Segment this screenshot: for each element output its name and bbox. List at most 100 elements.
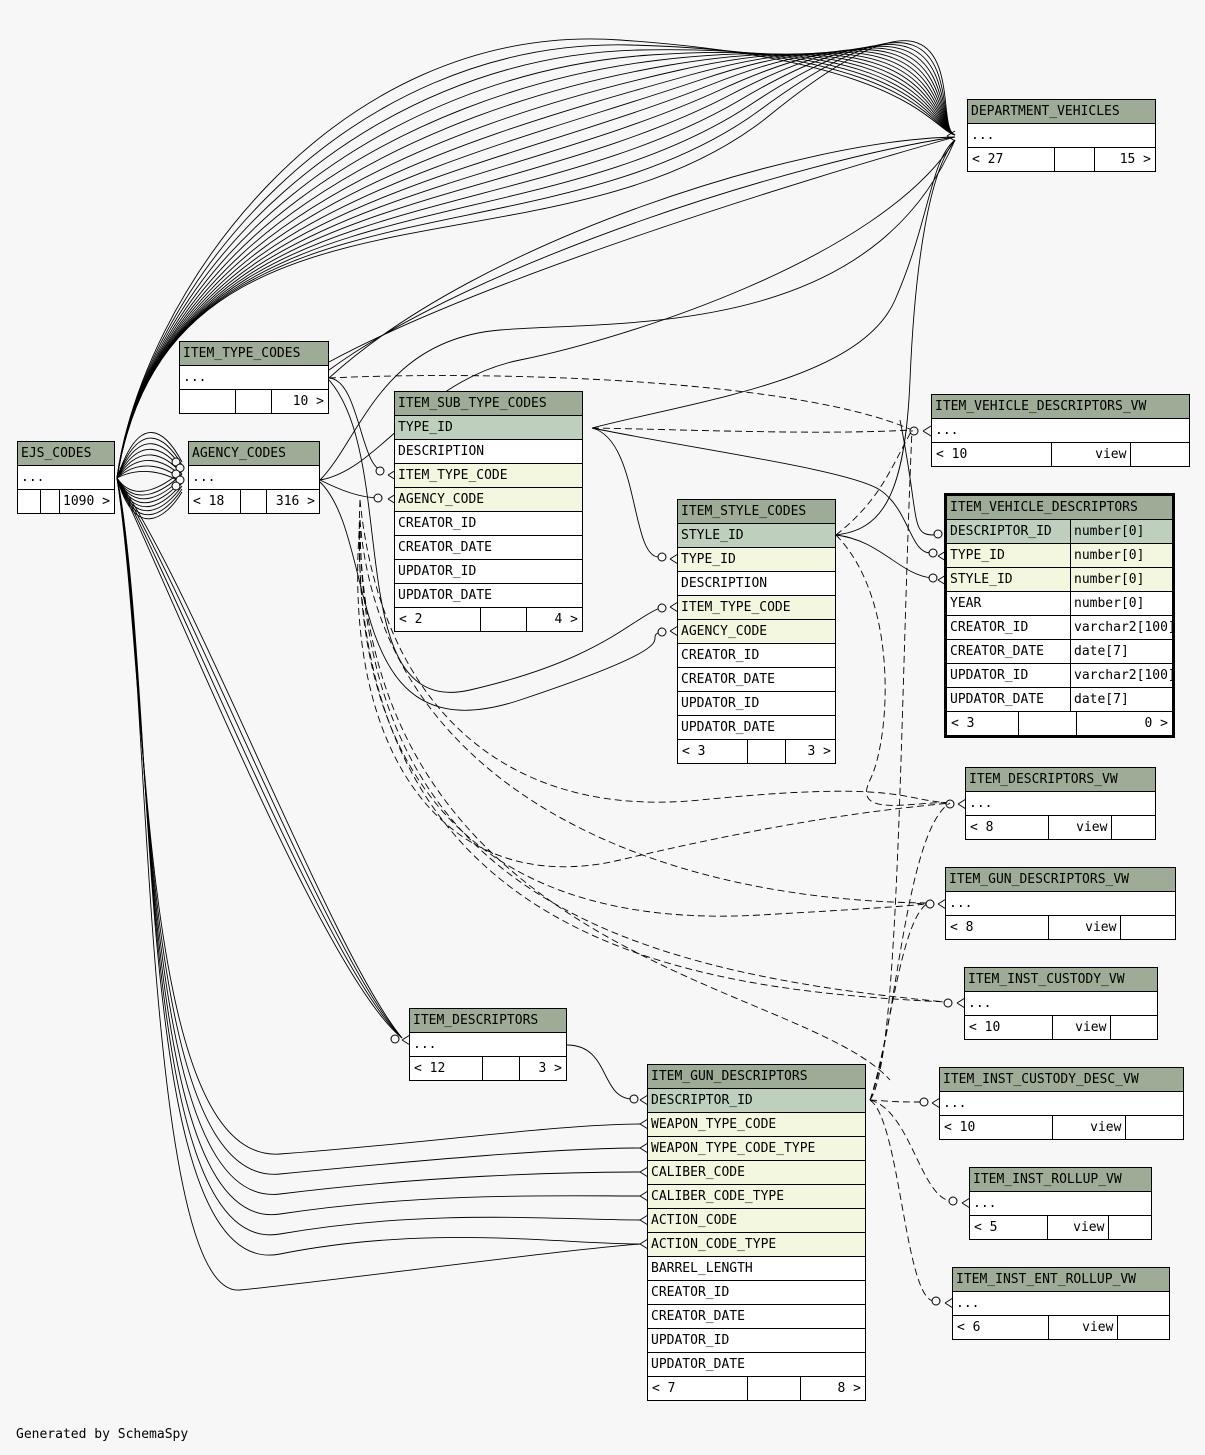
- table-kind-label[interactable]: view: [1047, 1216, 1108, 1239]
- table-header[interactable]: ITEM_INST_ROLLUP_VW: [970, 1168, 1151, 1192]
- table-header[interactable]: ITEM_INST_CUSTODY_DESC_VW: [940, 1068, 1183, 1092]
- table-header[interactable]: ITEM_DESCRIPTORS: [410, 1009, 566, 1033]
- child-count-link[interactable]: 8 >: [799, 1377, 865, 1400]
- column-name: CALIBER_CODE: [651, 1165, 745, 1180]
- child-count-link[interactable]: 10 >: [270, 390, 328, 413]
- crowfoot-marker: [639, 1214, 649, 1226]
- relationship-line: [116, 51, 956, 479]
- parent-count-link[interactable]: < 7: [652, 1381, 676, 1396]
- crowfoot-marker: [957, 798, 967, 810]
- child-count-link[interactable]: 0 >: [1075, 712, 1172, 735]
- table-column: DESCRIPTION: [678, 572, 835, 596]
- relationship-line: [591, 427, 913, 433]
- child-count-link[interactable]: 316 >: [265, 490, 319, 513]
- parent-count-link[interactable]: < 12: [414, 1061, 446, 1076]
- column-name: DESCRIPTION: [681, 576, 768, 591]
- column-type: date[7]: [1070, 640, 1172, 663]
- parent-count-link[interactable]: < 2: [399, 612, 423, 627]
- parent-count-link[interactable]: < 27: [972, 152, 1004, 167]
- relationship-line: [319, 481, 661, 711]
- table-header[interactable]: EJS_CODES: [18, 442, 114, 466]
- optional-end-marker: [928, 548, 938, 558]
- table-header[interactable]: ITEM_VEHICLE_DESCRIPTORS_VW: [932, 395, 1189, 419]
- table-header[interactable]: ITEM_INST_CUSTODY_VW: [965, 968, 1157, 992]
- table-column: ...: [18, 466, 114, 490]
- table-footer: < 2 4 >: [395, 608, 582, 631]
- table-kind-label[interactable]: view: [1048, 1316, 1117, 1339]
- column-type: varchar2[100]: [1070, 664, 1172, 687]
- crowfoot-marker: [401, 1034, 411, 1046]
- relationship-line: [116, 437, 183, 479]
- parent-count-link[interactable]: < 10: [944, 1120, 976, 1135]
- child-count-link[interactable]: 15 >: [1093, 148, 1155, 171]
- table-item-vehicle-descriptors-vw[interactable]: ITEM_VEHICLE_DESCRIPTORS_VW... < 10 view: [931, 394, 1190, 467]
- table-ejs-codes[interactable]: EJS_CODES...1090 >: [17, 441, 115, 514]
- parent-count-link[interactable]: < 10: [936, 447, 968, 462]
- table-header[interactable]: ITEM_TYPE_CODES: [180, 342, 328, 366]
- table-kind-label[interactable]: view: [1051, 443, 1130, 466]
- column-name: UPDATOR_DATE: [950, 692, 1044, 707]
- relationship-line: [116, 477, 403, 1039]
- table-column: UPDATOR_ID: [648, 1329, 865, 1353]
- parent-count-link[interactable]: < 10: [969, 1020, 1001, 1035]
- table-header[interactable]: DEPARTMENT_VEHICLES: [968, 100, 1155, 124]
- table-header[interactable]: ITEM_GUN_DESCRIPTORS_VW: [946, 868, 1175, 892]
- child-count-link: [1108, 1216, 1151, 1239]
- relationship-line: [116, 53, 956, 479]
- relationship-line: [328, 377, 385, 472]
- parent-count-link[interactable]: < 18: [193, 494, 225, 509]
- table-footer: 1090 >: [18, 490, 114, 513]
- parent-count-link[interactable]: < 3: [682, 744, 706, 759]
- table-kind-label: [1018, 712, 1075, 735]
- child-count-link[interactable]: 1090 >: [59, 490, 114, 513]
- table-header[interactable]: ITEM_VEHICLE_DESCRIPTORS: [947, 496, 1172, 520]
- child-count-link[interactable]: 3 >: [518, 1057, 566, 1080]
- table-column: ACTION_CODE: [648, 1209, 865, 1233]
- column-name: CREATOR_DATE: [681, 672, 775, 687]
- table-header[interactable]: ITEM_DESCRIPTORS_VW: [966, 768, 1155, 792]
- parent-count-link[interactable]: < 3: [951, 716, 975, 731]
- child-count-link[interactable]: 3 >: [784, 740, 835, 763]
- table-kind-label[interactable]: view: [1052, 1016, 1110, 1039]
- table-column: ...: [932, 419, 1189, 443]
- table-footer: < 8 view: [946, 916, 1175, 939]
- table-header[interactable]: ITEM_GUN_DESCRIPTORS: [648, 1065, 865, 1089]
- relationship-line: [116, 50, 956, 479]
- parent-count-link[interactable]: < 6: [957, 1320, 981, 1335]
- crowfoot-marker: [639, 1238, 649, 1250]
- child-count-link[interactable]: 4 >: [525, 608, 582, 631]
- table-header[interactable]: ITEM_SUB_TYPE_CODES: [395, 392, 582, 416]
- table-header[interactable]: AGENCY_CODES: [189, 442, 319, 466]
- table-kind-label[interactable]: view: [1048, 816, 1111, 839]
- column-type: number[0]: [1070, 544, 1172, 567]
- table-header[interactable]: ITEM_INST_ENT_ROLLUP_VW: [953, 1268, 1169, 1292]
- parent-count-link[interactable]: < 8: [970, 820, 994, 835]
- table-kind-label[interactable]: view: [1052, 1116, 1125, 1139]
- table-kind-label[interactable]: view: [1048, 916, 1120, 939]
- parent-count-link[interactable]: < 5: [974, 1220, 998, 1235]
- column-name: WEAPON_TYPE_CODE_TYPE: [651, 1141, 816, 1156]
- column-name: ITEM_TYPE_CODE: [398, 468, 508, 483]
- table-column: AGENCY_CODE: [395, 488, 582, 512]
- table-footer: < 12 3 >: [410, 1057, 566, 1080]
- table-item-type-codes[interactable]: ITEM_TYPE_CODES...10 >: [179, 341, 329, 414]
- table-footer: < 27 15 >: [968, 148, 1155, 171]
- column-name: UPDATOR_ID: [651, 1333, 730, 1348]
- parent-count-link[interactable]: < 8: [950, 920, 974, 935]
- column-name: AGENCY_CODE: [681, 624, 768, 639]
- table-header[interactable]: ITEM_STYLE_CODES: [678, 500, 835, 524]
